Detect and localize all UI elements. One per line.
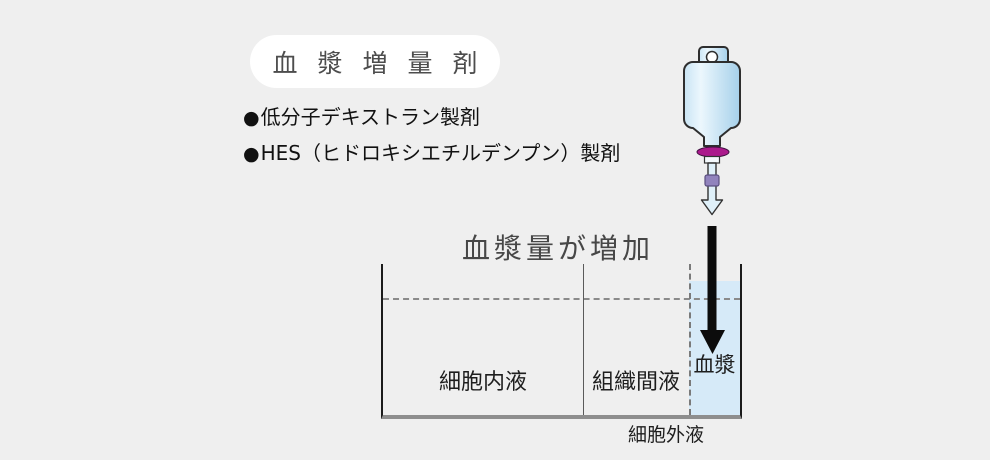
intracellular-fluid-label: 細胞内液 [438, 370, 527, 395]
page-title: 血漿増量剤 [272, 48, 498, 78]
bullet-item-dextran: ●低分子デキストラン製剤 [243, 100, 620, 136]
bullet-list: ●低分子デキストラン製剤 ●HES（ヒドロキシエチルデンプン）製剤 [243, 100, 620, 172]
interstitial-plasma-dashed-divider [689, 264, 691, 415]
title-pill: 血漿増量剤 [250, 35, 500, 88]
iv-drip-bag-icon [683, 46, 741, 216]
plasma-label: 血漿 [693, 353, 736, 377]
diagram-caption: 血漿量が増加 [462, 232, 655, 265]
bullet-dot-icon: ● [243, 143, 260, 165]
interstitial-fluid-label: 組織間液 [591, 370, 680, 395]
original-fluid-level-dashed-line [383, 298, 740, 300]
fluid-compartment-tank: 細胞内液 組織間液 血漿 [381, 264, 742, 419]
bullet-item-hes: ●HES（ヒドロキシエチルデンプン）製剤 [243, 136, 620, 172]
bullet-text: 低分子デキストラン製剤 [260, 105, 480, 129]
extracellular-fluid-label: 細胞外液 [627, 424, 704, 446]
infusion-down-arrow-icon [700, 226, 725, 354]
bullet-text: HES（ヒドロキシエチルデンプン）製剤 [260, 141, 621, 165]
bullet-dot-icon: ● [243, 107, 260, 129]
intracellular-interstitial-divider [583, 264, 584, 415]
